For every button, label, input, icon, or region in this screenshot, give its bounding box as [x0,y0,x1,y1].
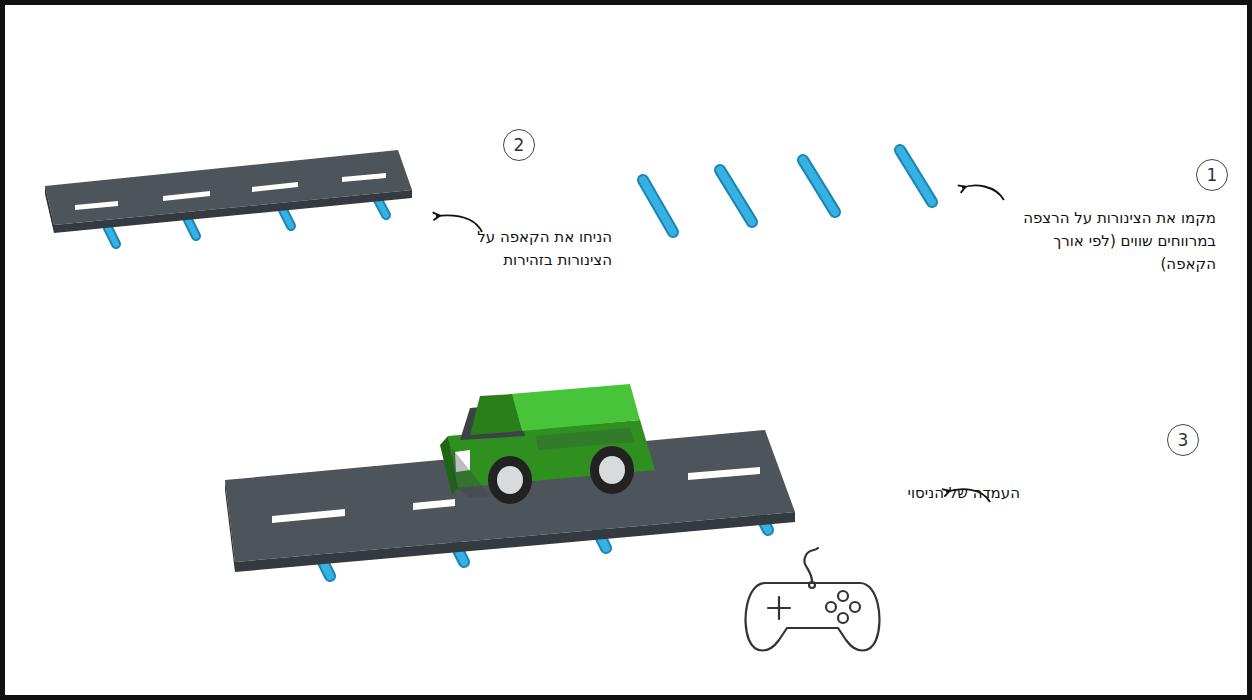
callout-circle: 3 [1167,424,1199,456]
callout-circle: 2 [503,129,535,161]
gamepad-icon [746,548,880,651]
experiment-setup [225,384,795,576]
pipes [643,150,932,232]
callout-number: 1 [1207,167,1218,184]
road-on-pipes [45,150,412,244]
callout-number: 3 [1178,432,1189,449]
instruction-text: הניחו את הקאפה על הצינורות בזהירות [432,226,612,272]
callout-circle: 1 [1196,159,1228,191]
instruction-text: העמדה של הניסוי [820,482,1020,505]
callout-number: 2 [514,137,525,154]
car [440,384,655,504]
instruction-text: מקמו את הצינורות על הרצפה במרווחים שווים… [1001,207,1216,276]
